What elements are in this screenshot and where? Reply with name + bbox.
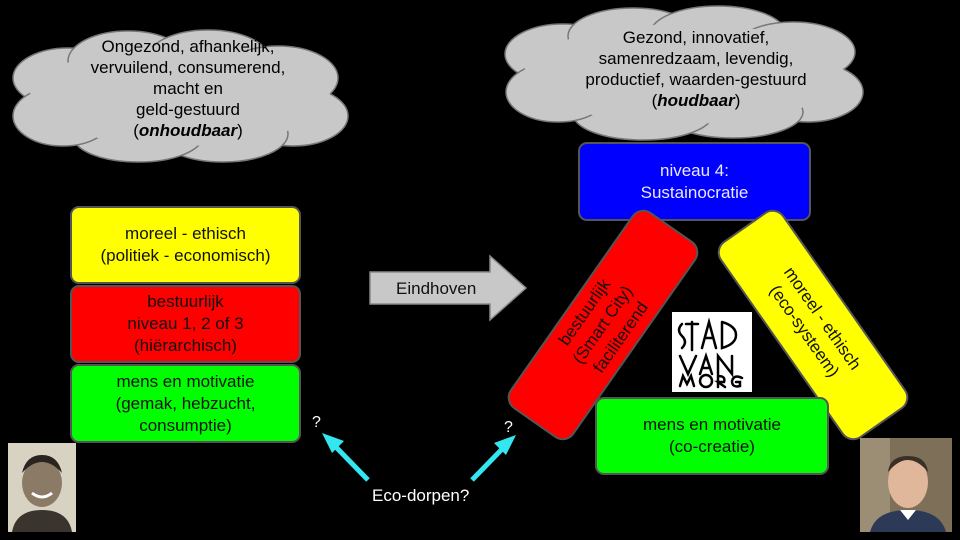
right-cloud-emphasis: houdbaar (657, 91, 735, 110)
right-box-people-motivation: mens en motivatie (co-creatie) (595, 397, 829, 475)
question-mark-left: ? (312, 414, 321, 431)
left-cloud-line: macht en (153, 79, 223, 98)
left-box-moral-ethical-label: moreel - ethisch (politiek - economisch) (100, 224, 271, 265)
left-box-people-motivation: mens en motivatie (gemak, hebzucht, cons… (70, 364, 301, 443)
left-cloud-line: geld-gestuurd (136, 100, 240, 119)
eindhoven-label: Eindhoven (396, 279, 477, 298)
paren-close: ) (734, 91, 741, 110)
left-box-governance-label: bestuurlijk niveau 1, 2 of 3 (hiërarchis… (127, 292, 244, 355)
left-cloud-emphasis: onhoudbaar (138, 121, 238, 140)
left-cloud-line: Ongezond, afhankelijk, (101, 37, 275, 56)
right-cloud-text: Gezond, innovatief, samenredzaam, levend… (543, 27, 849, 111)
right-beam-moral-ethical-label: moreel - ethisch (eco-systeem) (765, 263, 865, 381)
right-cloud-emphasis-line: (houdbaar) (543, 90, 849, 111)
paren-close: ) (237, 121, 243, 140)
portrait-left-graphic (8, 443, 76, 532)
cyan-arrows (322, 433, 516, 482)
left-cloud-line: vervuilend, consumerend, (90, 58, 286, 77)
left-cloud (12, 29, 349, 163)
right-cloud-line: samenredzaam, levendig, (598, 49, 794, 68)
left-box-governance: bestuurlijk niveau 1, 2 of 3 (hiërarchis… (70, 285, 301, 363)
eco-villages-label: Eco-dorpen? (372, 486, 470, 505)
right-cloud-line: productief, waarden-gestuurd (585, 70, 807, 89)
right-box-level-4-label: niveau 4: Sustainocratie (640, 160, 749, 202)
portrait-photo-right (860, 438, 952, 532)
right-cloud (504, 5, 864, 141)
logo-graphic (677, 317, 744, 389)
paren-open: ( (651, 91, 658, 110)
question-mark-right: ? (504, 419, 513, 436)
portrait-photo-left (8, 443, 76, 532)
right-box-level-4: niveau 4: Sustainocratie (578, 142, 811, 221)
right-box-people-motivation-label: mens en motivatie (co-creatie) (643, 415, 781, 456)
paren-open: ( (133, 121, 139, 140)
left-box-people-motivation-label: mens en motivatie (gemak, hebzucht, cons… (115, 371, 256, 435)
left-cloud-emphasis-line: (onhoudbaar) (38, 120, 338, 141)
left-box-moral-ethical: moreel - ethisch (politiek - economisch) (70, 206, 301, 284)
right-cloud-line: Gezond, innovatief, (622, 28, 770, 47)
portrait-right-graphic (860, 438, 952, 532)
cyan-arrow-right (470, 435, 516, 482)
stad-van-morgen-logo (672, 312, 752, 392)
eindhoven-arrow (369, 254, 528, 322)
right-beam-governance-label: bestuurlijk (Smart City) faciliterend (554, 275, 652, 377)
cyan-arrow-left (322, 433, 370, 482)
left-cloud-text: Ongezond, afhankelijk, vervuilend, consu… (38, 36, 338, 141)
